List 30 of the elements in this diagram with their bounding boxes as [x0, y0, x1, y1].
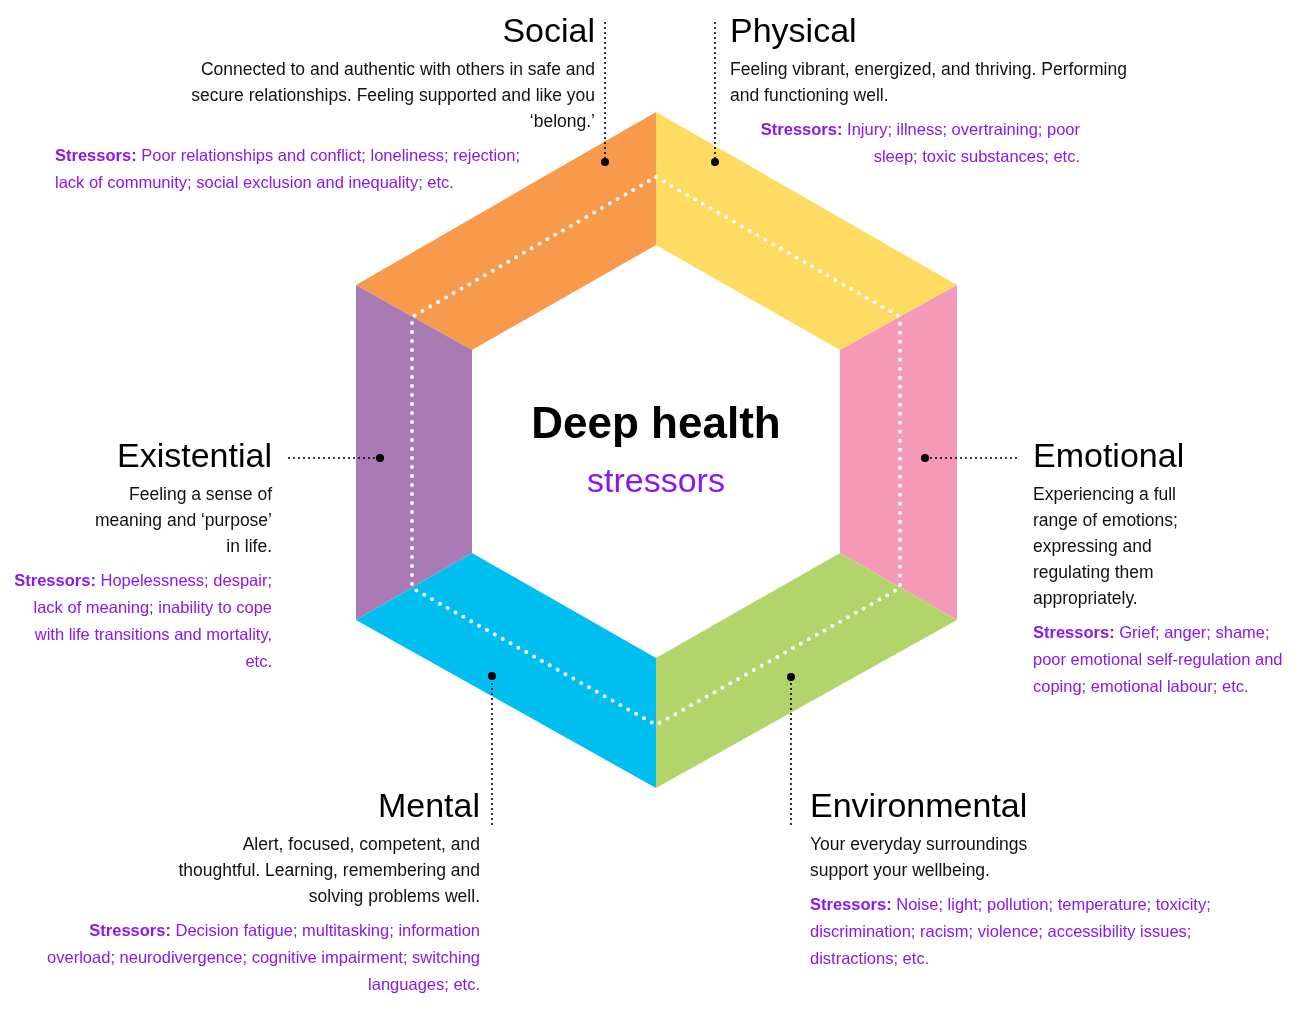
stressor-list: Stressors: Decision fatigue; multitasking; information overload; neurodivergence; cognitive impairment; switching languages; etc. [40, 917, 480, 998]
leader-line [921, 454, 1018, 462]
category-heading: Environmental [810, 785, 1028, 825]
ring-segment [356, 285, 472, 620]
ring-segment [656, 553, 957, 788]
stressor-list: Stressors: Hopelessness; despair; lack of meaning; inability to cope with life transitions and mortality, etc. [10, 567, 272, 675]
ring-segment [356, 553, 656, 788]
category-description: Feeling vibrant, energized, and thriving. Performing and functioning well. [730, 58, 1128, 107]
category-heading: Existential [117, 435, 272, 475]
category-heading: Social [502, 10, 595, 50]
category-description: Experiencing a full range of emotions; expressing and regulating them appropriately. [1033, 483, 1179, 610]
leader-line [711, 21, 719, 166]
category-description: Your everyday surroundings support your wellbeing. [810, 833, 1029, 882]
ring-segment [840, 285, 957, 620]
stressor-list: Stressors: Poor relationships and conflict; loneliness; rejection; lack of community; social exclusion and inequality; etc. [55, 142, 535, 196]
leader-line [787, 673, 795, 826]
stressor-list: Stressors: Noise; light; pollution; temperature; toxicity; discrimination; racism; violence; accessibility issues; distractions; etc. [810, 891, 1260, 972]
stressor-list: Stressors: Injury; illness; overtraining; poor sleep; toxic substances; etc. [730, 116, 1080, 170]
category-description: Feeling a sense of meaning and ‘purpose’ in life. [93, 483, 272, 558]
category-heading: Physical [730, 10, 857, 50]
category-description: Alert, focused, competent, and thoughtful. Learning, remembering and solving problems well. [177, 833, 480, 908]
category-description: Connected to and authentic with others in safe and secure relationships. Feeling supported and like you ‘belong.’ [190, 58, 595, 133]
center-subtitle: stressors [587, 460, 725, 501]
center-title: Deep health [531, 397, 781, 449]
category-heading: Emotional [1033, 435, 1185, 475]
leader-line [601, 21, 609, 166]
category-heading: Mental [377, 785, 480, 825]
leader-line [488, 672, 496, 826]
stressor-list: Stressors: Grief; anger; shame; poor emotional self-regulation and coping; emotional labour; etc. [1033, 619, 1288, 700]
leader-line [287, 454, 384, 462]
